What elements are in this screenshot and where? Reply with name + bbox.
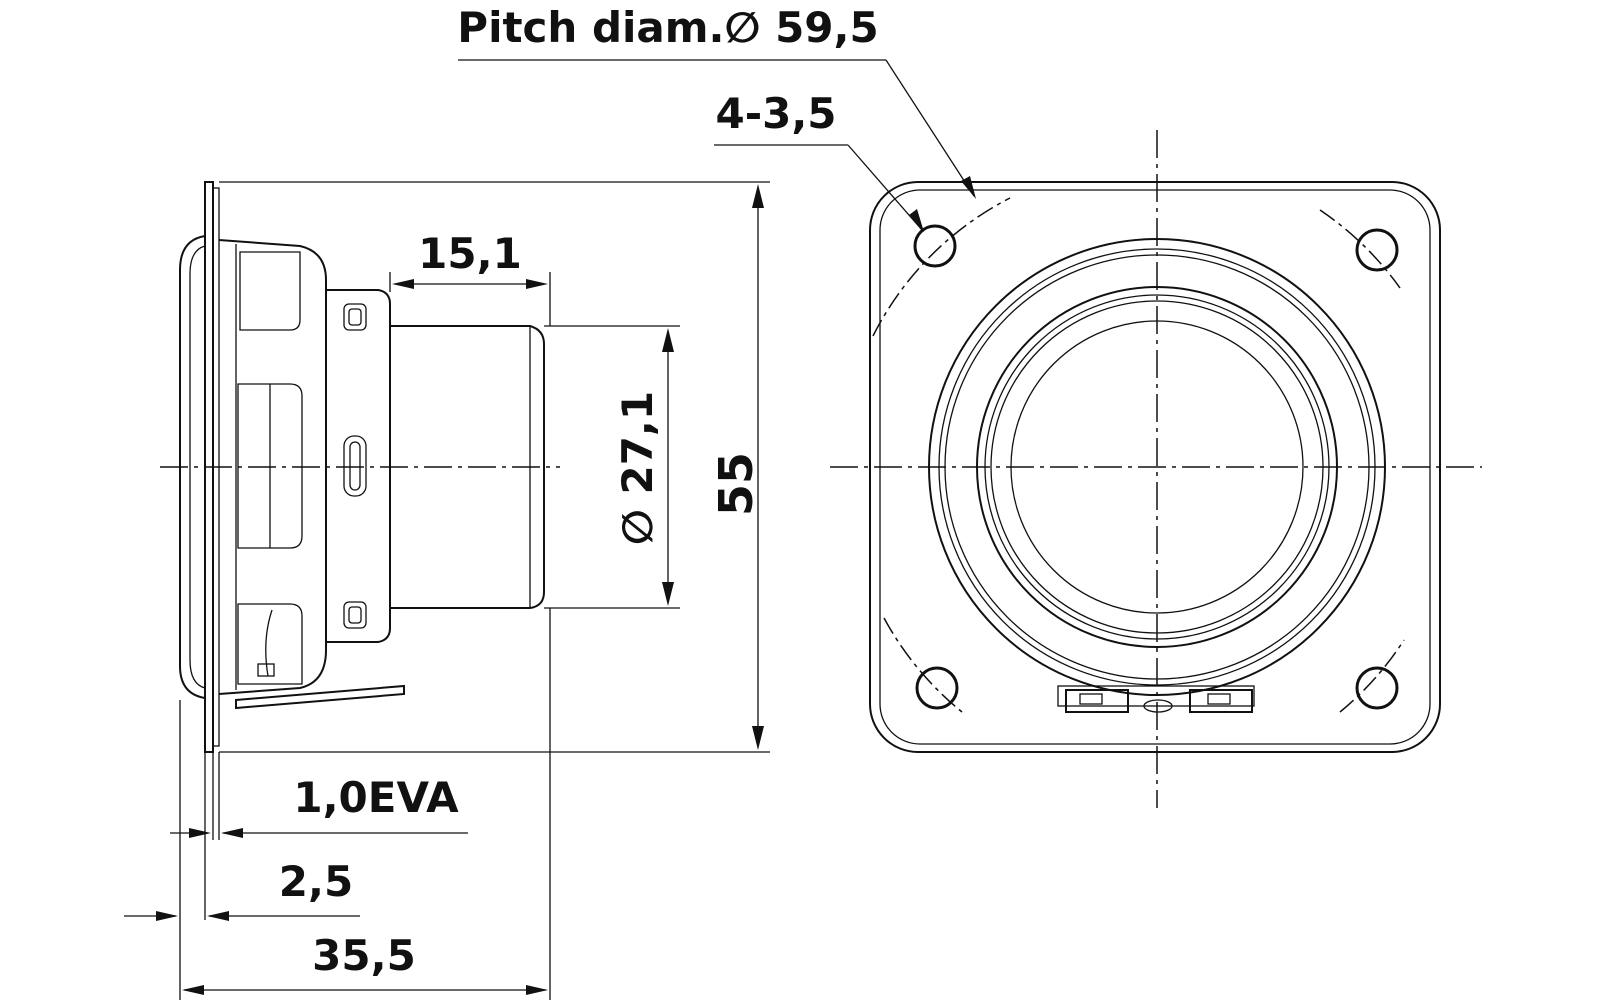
pitch-diameter-label: Pitch diam.∅ 59,5	[457, 3, 878, 52]
side-dimensions: 55 ∅ 27,1 15,1 1,0EVA 2,5	[124, 181, 770, 1000]
front-leaders: Pitch diam.∅ 59,5 4-3,5	[457, 3, 976, 232]
mounting-hole-top-right	[1355, 228, 1399, 272]
flange-label: 2,5	[279, 857, 353, 906]
pitch-circle-arc-top-left	[872, 197, 1011, 337]
gasket-label: 1,0EVA	[293, 773, 459, 822]
rear-depth-label: 15,1	[418, 229, 522, 278]
total-depth-label: 35,5	[312, 931, 416, 980]
pitch-leader	[885, 59, 975, 197]
holes-label: 4-3,5	[715, 89, 836, 138]
basket-frame	[218, 239, 327, 695]
magnet-cup	[390, 325, 545, 609]
cone-rim	[179, 235, 206, 699]
holes-leader	[847, 144, 923, 231]
mounting-hole-bottom-right	[1355, 666, 1399, 710]
magnet-housing	[326, 289, 391, 643]
terminal-tab	[235, 684, 405, 710]
terminal-block	[1057, 685, 1255, 713]
basket-window-bottom	[237, 603, 303, 685]
basket-window-middle	[237, 383, 303, 549]
mounting-hole-bottom-left	[915, 666, 959, 710]
basket-window-top	[239, 251, 301, 331]
mounting-hole-top-left	[913, 224, 957, 268]
magnet-diameter-label: ∅ 27,1	[613, 391, 662, 545]
front-view	[830, 130, 1482, 808]
height-label: 55	[709, 452, 763, 516]
side-view	[160, 181, 560, 753]
